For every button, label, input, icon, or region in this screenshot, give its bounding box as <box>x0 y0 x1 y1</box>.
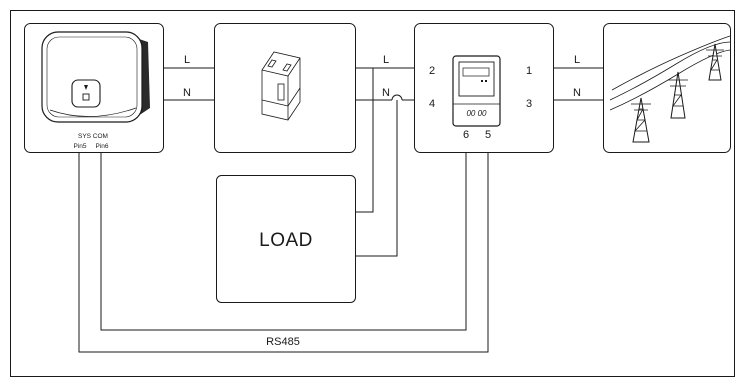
meter-terminal-6: 6 <box>463 129 469 141</box>
meter-terminal-4: 4 <box>429 98 435 110</box>
meter-terminal-1: 1 <box>526 65 532 77</box>
load-label: LOAD <box>259 230 313 251</box>
power-grid-pylon-icon <box>609 35 731 143</box>
pin5-label: Pin5 <box>73 143 86 150</box>
wire-label-l-grid: L <box>574 54 580 66</box>
load-wires <box>355 68 398 257</box>
svg-text:00 00: 00 00 <box>466 109 487 118</box>
circuit-breaker-icon <box>261 51 301 121</box>
sys-com-label: SYS COM <box>78 133 108 140</box>
rs485-label: RS485 <box>266 336 300 348</box>
energy-meter-icon: 00 00 <box>452 55 501 127</box>
wire-label-n-grid: N <box>573 87 581 99</box>
pin6-label: Pin6 <box>95 143 108 150</box>
l-n-wires <box>163 67 603 101</box>
rs485-wires <box>78 152 489 353</box>
wire-label-n-breaker: N <box>382 87 390 99</box>
wire-label-l-inverter: L <box>184 54 190 66</box>
meter-terminal-2: 2 <box>429 65 435 77</box>
inverter-icon <box>41 31 150 123</box>
wire-label-l-breaker: L <box>383 54 389 66</box>
meter-terminal-5: 5 <box>485 129 491 141</box>
grid-box <box>603 23 731 153</box>
breaker-box <box>214 23 356 153</box>
wire-label-n-inverter: N <box>183 87 191 99</box>
load-box <box>216 175 356 303</box>
meter-terminal-3: 3 <box>526 98 532 110</box>
